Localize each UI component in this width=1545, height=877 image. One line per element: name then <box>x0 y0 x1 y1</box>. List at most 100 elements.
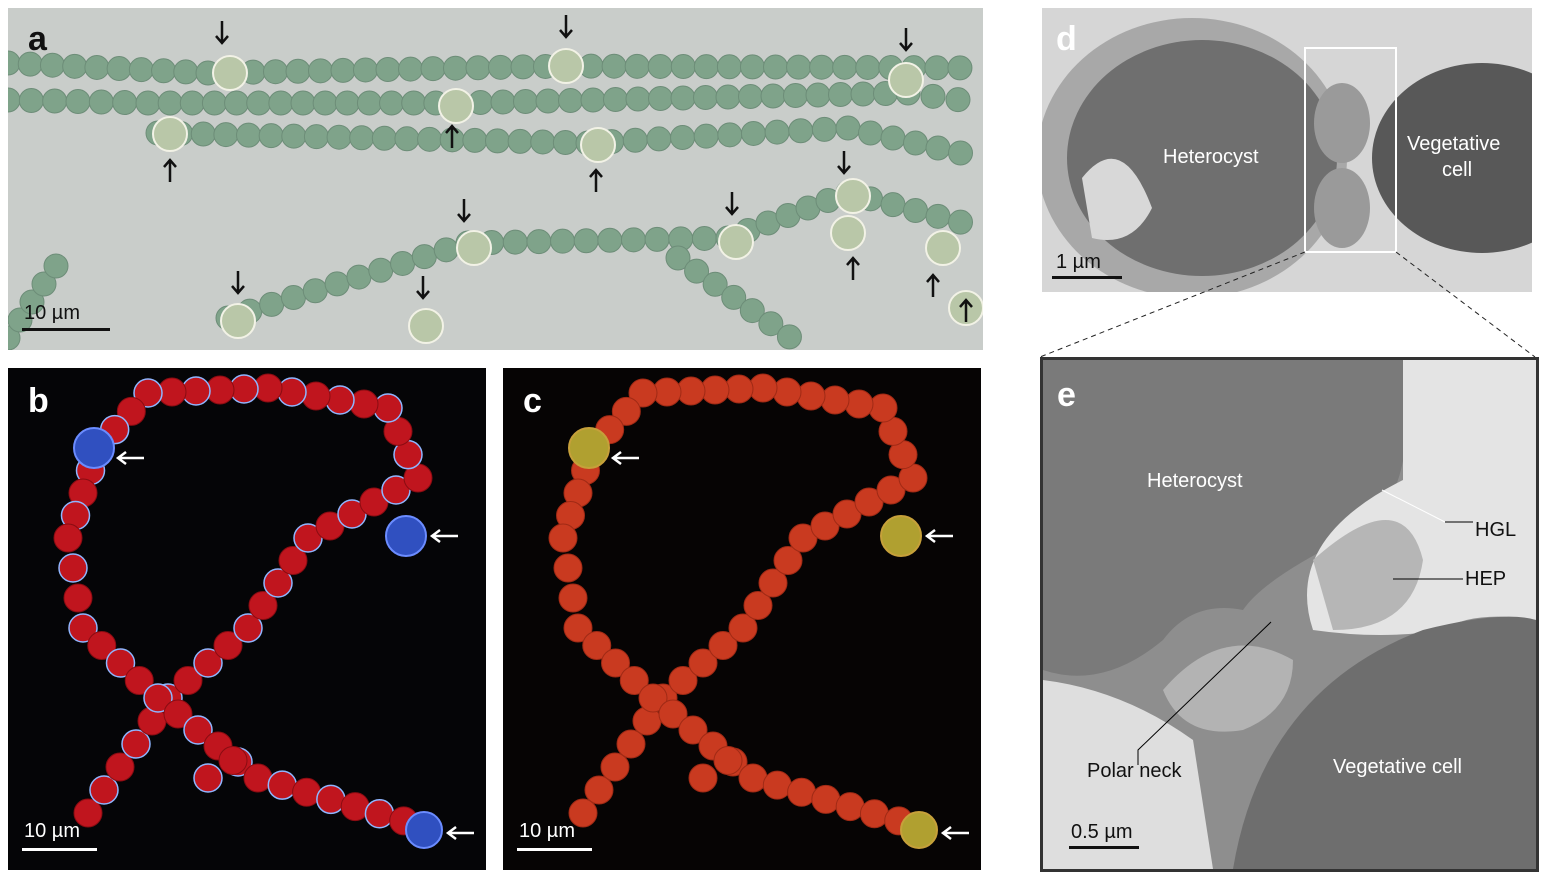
cell <box>739 298 765 324</box>
scale-bar-b <box>22 848 97 851</box>
cell <box>758 311 784 337</box>
cell <box>53 523 83 553</box>
tem-drawing <box>1042 18 1532 292</box>
panel-b-fluorescence: b 10 µm <box>8 368 486 870</box>
scale-label-e: 0.5 µm <box>1071 821 1133 843</box>
arrow-icon <box>445 826 474 840</box>
scale-label-c: 10 µm <box>519 820 575 842</box>
heterocyst-cell <box>73 427 115 469</box>
cell <box>684 258 710 284</box>
label-heterocyst: Heterocyst <box>1163 146 1259 168</box>
cell <box>702 271 728 297</box>
cell <box>248 591 278 620</box>
scale-label-a: 10 µm <box>24 302 80 324</box>
scale-bar-d <box>1052 276 1122 279</box>
cell <box>568 798 598 828</box>
cell <box>193 763 223 793</box>
cell <box>163 699 193 729</box>
heterocyst-cell <box>835 178 871 214</box>
cell <box>678 715 708 745</box>
cell <box>105 752 135 782</box>
cell <box>278 546 308 575</box>
arrow-icon <box>899 28 913 52</box>
heterocyst-cell <box>900 811 938 849</box>
panel-d-tem: d Heterocyst Vegetative cell 1 µm <box>1042 8 1532 292</box>
arrow-icon <box>940 826 969 840</box>
heterocyst-cell <box>405 811 443 849</box>
arrow-icon <box>725 192 739 216</box>
scale-label-b: 10 µm <box>24 820 80 842</box>
panel-letter-a: a <box>28 20 47 58</box>
cell <box>58 553 88 583</box>
arrow-icon <box>215 21 229 45</box>
heterocyst-cell <box>438 88 474 124</box>
arrow-icon <box>231 271 245 295</box>
heterocyst-cell <box>925 230 961 266</box>
cell <box>68 613 98 643</box>
scale-bar-a <box>22 328 110 331</box>
cell <box>233 613 263 643</box>
cell <box>584 775 614 805</box>
cell <box>73 798 103 828</box>
cell <box>743 591 773 620</box>
cell <box>124 666 154 695</box>
cell <box>721 284 747 310</box>
heterocyst-cell <box>212 55 248 91</box>
cell <box>133 378 163 408</box>
cell <box>213 631 243 660</box>
cell <box>89 775 119 805</box>
arrow-icon <box>429 529 458 543</box>
panel-letter-e: e <box>1057 376 1076 414</box>
filament-drawing <box>53 373 474 849</box>
panel-letter-d: d <box>1056 20 1077 58</box>
arrow-icon <box>926 273 940 297</box>
cell <box>8 307 33 333</box>
cell <box>548 523 578 553</box>
panel-c-fluorescence: c 10 µm <box>503 368 981 870</box>
label-cell: cell <box>1442 159 1473 181</box>
label-vegetative-cell: Vegetative cell <box>1333 756 1462 778</box>
cell <box>616 729 646 759</box>
cell <box>611 396 641 426</box>
cell <box>105 648 136 678</box>
cell <box>638 683 668 713</box>
arrow-icon <box>589 168 603 192</box>
heterocyst-cell <box>718 224 754 260</box>
heterocyst-cell <box>408 308 444 344</box>
cell <box>582 631 612 660</box>
arrow-icon <box>416 276 430 300</box>
scale-bar-c <box>517 848 592 851</box>
cell <box>708 631 738 660</box>
cell <box>948 140 973 166</box>
cell <box>183 715 213 745</box>
label-polar-neck: Polar neck <box>1087 760 1182 782</box>
cell <box>19 289 45 315</box>
cell <box>658 699 688 729</box>
cell <box>688 648 718 678</box>
arrow-icon <box>559 15 573 39</box>
arrow-icon <box>115 451 144 465</box>
panel-a-brightfield: a 10 µm <box>8 8 983 350</box>
cell <box>713 746 743 775</box>
cell <box>87 631 117 660</box>
cell <box>776 324 802 350</box>
arrow-icon <box>846 256 860 280</box>
arrow-icon <box>445 124 459 148</box>
arrow-icon <box>163 158 177 182</box>
cell <box>63 583 93 613</box>
cell <box>628 378 658 408</box>
heterocyst-cell <box>880 515 922 557</box>
cell <box>920 83 946 109</box>
arrow-icon <box>837 151 851 175</box>
cell <box>665 245 691 271</box>
heterocyst-cell <box>548 48 584 84</box>
heterocyst-cell <box>580 127 616 163</box>
cell <box>947 55 973 81</box>
heterocyst-cell <box>830 215 866 251</box>
scale-label-d: 1 µm <box>1056 251 1101 273</box>
label-hep: HEP <box>1465 568 1507 590</box>
filament-drawing <box>548 373 969 849</box>
label-heterocyst: Heterocyst <box>1147 470 1243 492</box>
cell <box>600 752 630 782</box>
cell <box>945 87 971 113</box>
